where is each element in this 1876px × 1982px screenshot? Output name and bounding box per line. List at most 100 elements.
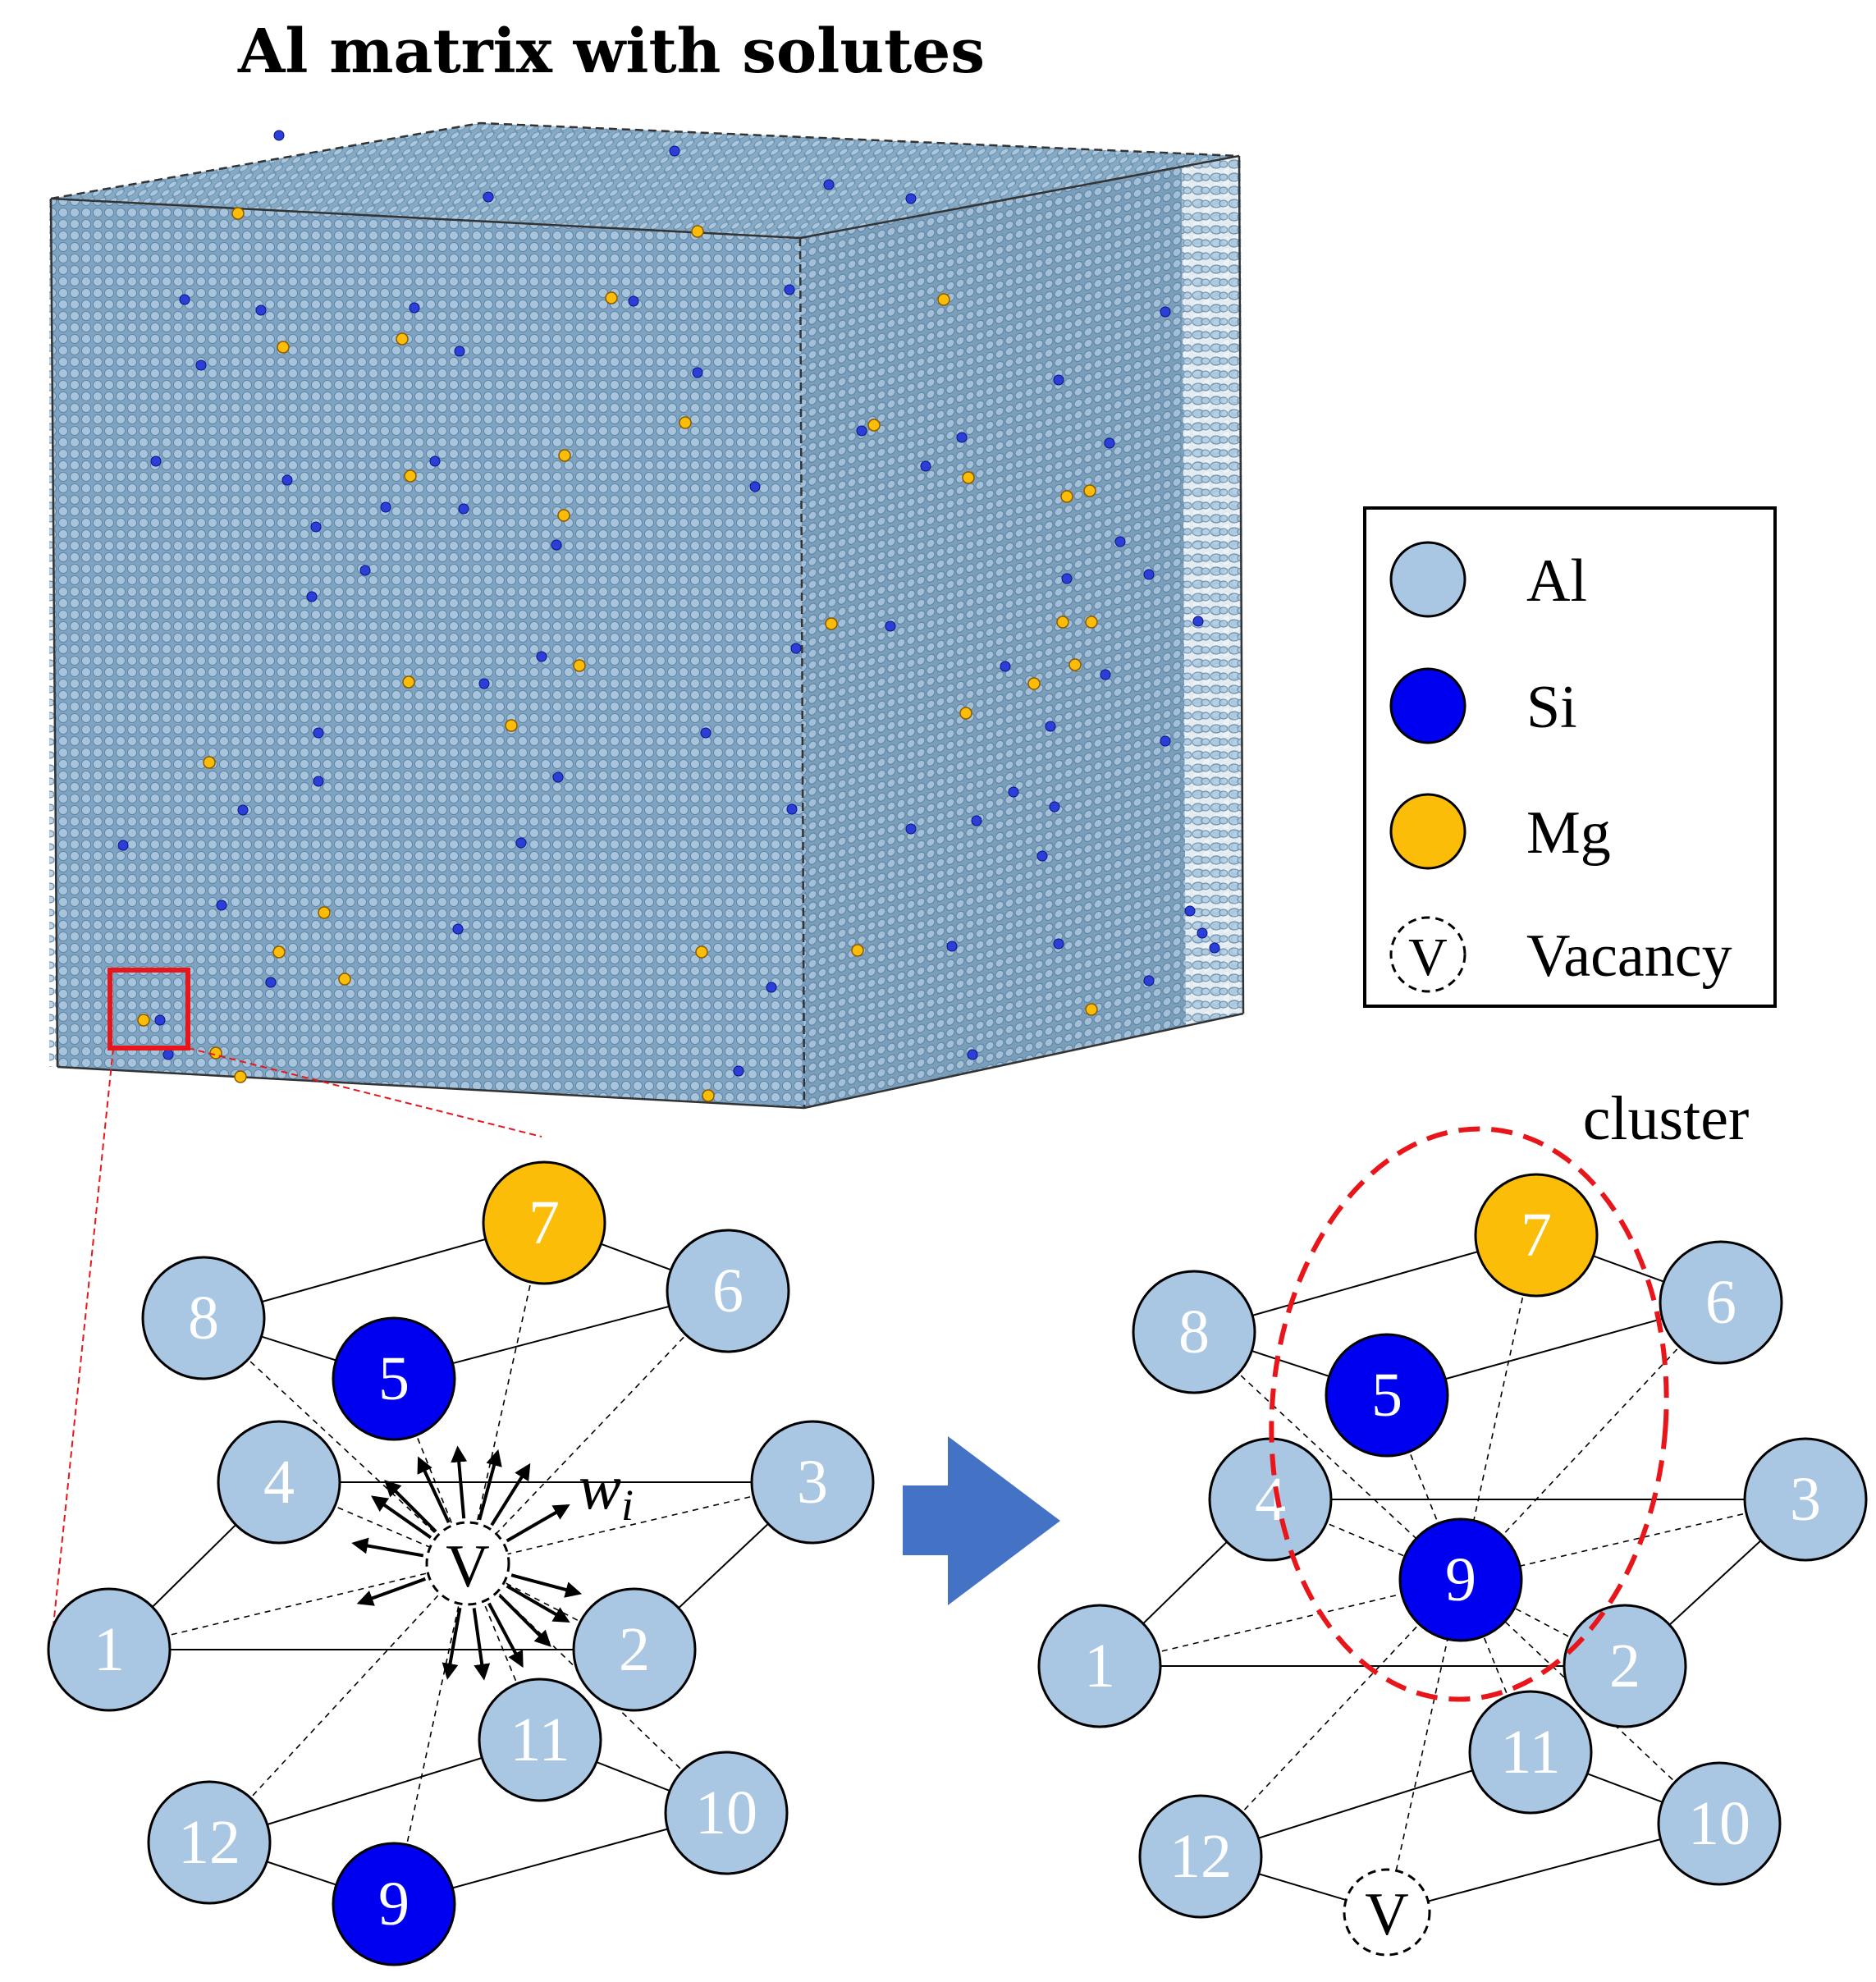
mg-solute-7 bbox=[867, 419, 881, 432]
right-atom-11-label: 11 bbox=[1500, 1718, 1560, 1787]
si-solute-16 bbox=[1104, 437, 1115, 449]
left-atom-11-label: 11 bbox=[510, 1705, 570, 1774]
si-solute-52 bbox=[313, 776, 324, 787]
si-solute-8 bbox=[409, 302, 420, 314]
si-solute-64 bbox=[967, 1049, 978, 1060]
left-atom-1-label: 1 bbox=[94, 1615, 125, 1684]
mg-solute-19 bbox=[959, 707, 972, 720]
legend: Al Si Mg V Vacancy bbox=[1363, 506, 1777, 1008]
right-atom-1: 1 bbox=[1037, 1604, 1162, 1728]
mg-solute-4 bbox=[396, 332, 409, 346]
legend-si-label: Si bbox=[1526, 674, 1577, 741]
jump-arrow-2 bbox=[417, 1456, 451, 1523]
si-solute-31 bbox=[1061, 573, 1073, 584]
si-solute-22 bbox=[920, 460, 931, 472]
left-atom-9-label: 9 bbox=[378, 1870, 410, 1939]
mg-solute-34 bbox=[851, 944, 864, 957]
si-solute-59 bbox=[766, 982, 777, 993]
mg-solute-10 bbox=[404, 469, 417, 483]
atomic-crystal-box bbox=[49, 121, 1245, 1110]
right-atom-10-circle bbox=[1657, 1761, 1782, 1886]
crystal-right-face bbox=[800, 156, 1243, 1108]
right-atom-7-label: 7 bbox=[1521, 1201, 1552, 1270]
left-atom-4-circle bbox=[217, 1420, 341, 1545]
mg-solute-30 bbox=[209, 1046, 222, 1060]
right-atom-9-label: 9 bbox=[1445, 1545, 1476, 1614]
mg-solute-16 bbox=[1056, 616, 1069, 629]
mg-solute-8 bbox=[558, 449, 571, 462]
zoom-line-left bbox=[50, 1047, 114, 1650]
left-atom-9-circle bbox=[332, 1842, 456, 1966]
mg-solute-22 bbox=[203, 756, 216, 769]
right-atom-11-circle bbox=[1468, 1690, 1593, 1815]
jump-arrow-7 bbox=[510, 1573, 583, 1598]
si-solute-44 bbox=[700, 727, 712, 739]
right-atom-9-circle bbox=[1398, 1517, 1523, 1642]
jump-arrow-15 bbox=[371, 1495, 432, 1540]
mg-solute-11 bbox=[679, 416, 692, 429]
si-solute-3 bbox=[669, 145, 680, 157]
mg-solute-1 bbox=[231, 207, 245, 220]
left-atom-8-label: 8 bbox=[188, 1284, 219, 1353]
mg-solute-13 bbox=[402, 675, 415, 689]
left-dashed-bond-1 bbox=[108, 1563, 469, 1650]
si-solute-53 bbox=[515, 837, 527, 849]
si-solute-45 bbox=[552, 771, 564, 783]
jump-arrow-13 bbox=[356, 1577, 427, 1606]
left-atom-9: 9 bbox=[332, 1842, 456, 1966]
jump-arrow-5 bbox=[490, 1462, 531, 1527]
zoom-selection-box bbox=[108, 968, 190, 1051]
left-atom-5-circle bbox=[332, 1316, 456, 1441]
right-atom-6-circle bbox=[1659, 1240, 1783, 1365]
legend-al-label: Al bbox=[1526, 547, 1587, 615]
si-solute-1 bbox=[273, 130, 285, 141]
figure-title: Al matrix with solutes bbox=[237, 16, 985, 87]
si-solute-5 bbox=[905, 193, 917, 204]
mg-solute-26 bbox=[272, 945, 286, 959]
mg-solute-20 bbox=[1027, 677, 1041, 690]
left-atom-10: 10 bbox=[664, 1751, 789, 1875]
si-solute-15 bbox=[1053, 374, 1064, 386]
legend-mg-swatch bbox=[1389, 793, 1466, 870]
si-solute-46 bbox=[237, 804, 249, 816]
si-solute-42 bbox=[1160, 735, 1171, 747]
right-atom-10-label: 10 bbox=[1688, 1789, 1750, 1858]
si-solute-10 bbox=[784, 284, 795, 295]
si-solute-27 bbox=[1114, 536, 1126, 547]
si-solute-18 bbox=[956, 432, 968, 443]
si-solute-36 bbox=[478, 678, 490, 689]
vacancy-jump-arrows bbox=[351, 1445, 583, 1681]
solute-atoms bbox=[117, 130, 1220, 1102]
si-solute-23 bbox=[380, 501, 391, 513]
legend-vacancy-swatch bbox=[1389, 916, 1466, 993]
left-dashed-bond-6 bbox=[467, 1290, 729, 1564]
mg-solute-2 bbox=[691, 225, 704, 238]
left-dashed-bond-8 bbox=[203, 1317, 469, 1564]
si-solute-11 bbox=[454, 346, 465, 357]
left-atom-5: 5 bbox=[332, 1316, 456, 1441]
si-solute-20 bbox=[429, 455, 441, 467]
jump-arrow-4 bbox=[478, 1449, 502, 1521]
left-atom-2-label: 2 bbox=[619, 1615, 650, 1684]
right-dashed-bond-1 bbox=[1099, 1579, 1462, 1667]
si-solute-2 bbox=[483, 191, 494, 203]
right-atom-2-label: 2 bbox=[1609, 1632, 1640, 1700]
right-vacancy-symbol: V bbox=[1365, 1881, 1408, 1948]
jump-rate-base: w bbox=[579, 1451, 621, 1522]
mg-solute-21 bbox=[505, 719, 518, 732]
si-solute-9 bbox=[628, 295, 639, 307]
si-solute-62 bbox=[1184, 905, 1196, 917]
jump-arrow-9 bbox=[498, 1594, 551, 1647]
si-solute-48 bbox=[971, 815, 982, 826]
mg-solute-23 bbox=[825, 617, 838, 630]
mg-solute-28 bbox=[338, 973, 351, 986]
vacancy-site bbox=[425, 1521, 510, 1606]
si-solute-32 bbox=[885, 620, 896, 632]
jump-arrow-3 bbox=[451, 1445, 468, 1519]
legend-vacancy-symbol: V bbox=[1408, 927, 1448, 987]
si-solute-25 bbox=[310, 521, 322, 533]
